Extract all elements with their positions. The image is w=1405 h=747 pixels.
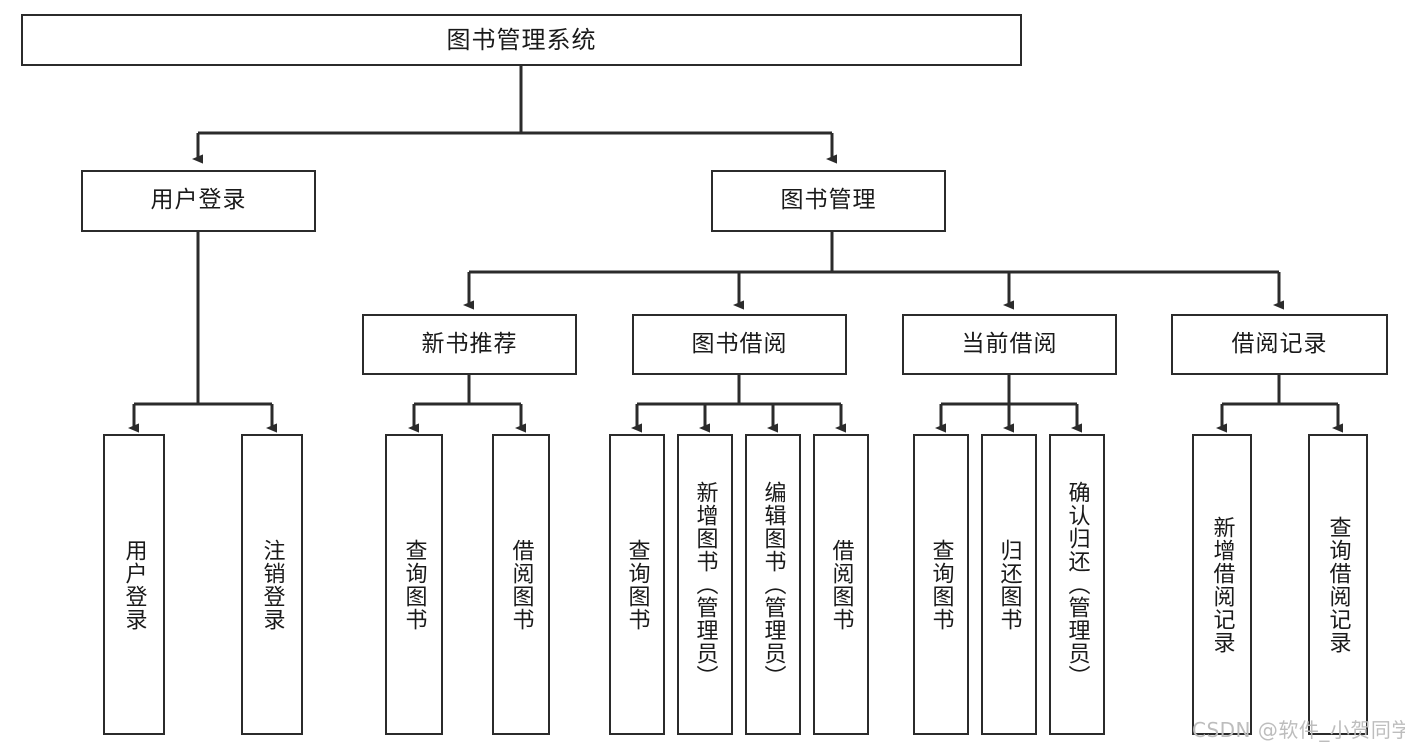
csdn-watermark: CSDN @软件_小贺同学 [1192, 718, 1405, 742]
leaf-new-book-borrow-book[interactable]: 借阅图书 [492, 434, 550, 735]
node-book-management[interactable]: 图书管理 [711, 170, 946, 232]
node-user-login[interactable]: 用户登录 [81, 170, 316, 232]
node-label: 新增图书（管理员） [692, 481, 718, 688]
node-borrow-record[interactable]: 借阅记录 [1171, 314, 1388, 375]
node-label: 借阅图书 [828, 538, 854, 631]
node-label: 用户登录 [121, 538, 147, 631]
node-label: 查询图书 [401, 538, 427, 631]
node-label: 当前借阅 [961, 330, 1058, 357]
node-root-book-management-system[interactable]: 图书管理系统 [21, 14, 1022, 66]
node-label: 注销登录 [259, 538, 285, 631]
leaf-book-borrow-query-book[interactable]: 查询图书 [609, 434, 665, 735]
node-label: 新书推荐 [421, 330, 518, 357]
node-current-borrow[interactable]: 当前借阅 [902, 314, 1117, 375]
node-label: 图书管理 [780, 187, 877, 214]
node-label: 图书借阅 [691, 330, 788, 357]
leaf-current-borrow-confirm-return-admin[interactable]: 确认归还（管理员） [1049, 434, 1105, 735]
node-label: 借阅图书 [508, 538, 534, 631]
node-label: 图书管理系统 [446, 25, 597, 54]
leaf-book-borrow-add-book-admin[interactable]: 新增图书（管理员） [677, 434, 733, 735]
node-label: 借阅记录 [1231, 330, 1328, 357]
leaf-borrow-record-add-record[interactable]: 新增借阅记录 [1192, 434, 1252, 735]
leaf-user-login-login[interactable]: 用户登录 [103, 434, 165, 735]
node-label: 查询图书 [624, 538, 650, 631]
node-label: 归还图书 [996, 538, 1022, 631]
node-label: 查询借阅记录 [1325, 515, 1351, 654]
node-label: 确认归还（管理员） [1064, 481, 1090, 688]
leaf-book-borrow-edit-book-admin[interactable]: 编辑图书（管理员） [745, 434, 801, 735]
node-label: 新增借阅记录 [1209, 515, 1235, 654]
node-new-book-recommend[interactable]: 新书推荐 [362, 314, 577, 375]
leaf-book-borrow-borrow-book[interactable]: 借阅图书 [813, 434, 869, 735]
leaf-current-borrow-return-book[interactable]: 归还图书 [981, 434, 1037, 735]
node-label: 用户登录 [150, 187, 247, 214]
leaf-user-login-logout[interactable]: 注销登录 [241, 434, 303, 735]
leaf-current-borrow-query-book[interactable]: 查询图书 [913, 434, 969, 735]
node-label: 编辑图书（管理员） [760, 481, 786, 688]
leaf-borrow-record-query-record[interactable]: 查询借阅记录 [1308, 434, 1368, 735]
node-book-borrow[interactable]: 图书借阅 [632, 314, 847, 375]
node-label: 查询图书 [928, 538, 954, 631]
leaf-new-book-query-book[interactable]: 查询图书 [385, 434, 443, 735]
